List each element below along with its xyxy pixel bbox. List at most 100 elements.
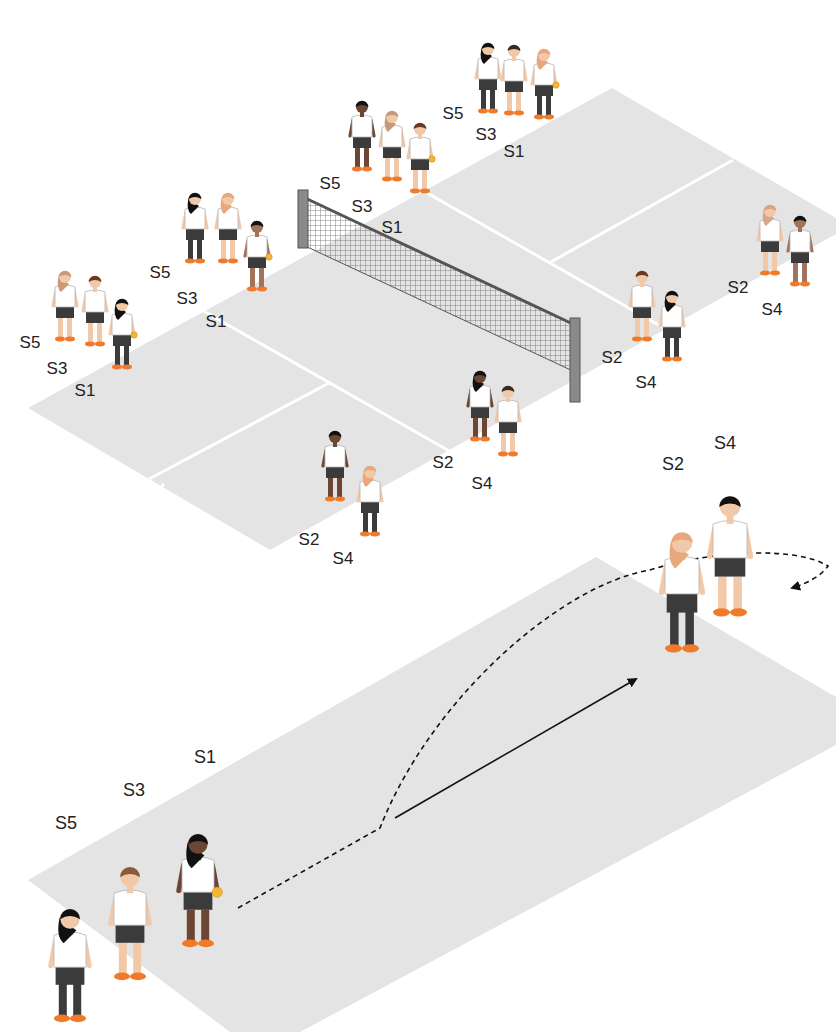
player-shoe [228,259,238,264]
player-head [508,45,520,57]
player-leg [763,252,768,272]
player-shoe [642,337,652,342]
player-figure [53,271,77,342]
player-shoe [257,287,267,292]
player-shoe [672,357,682,362]
player-figure [502,45,526,116]
player-label: S5 [20,334,41,351]
player-shorts [353,136,371,148]
player-leg [119,943,127,975]
player-hair [502,386,515,392]
player-shirt [478,57,498,79]
player-figure [245,221,272,292]
player-figure [183,193,207,264]
player-hair [222,193,235,199]
player-shoe [498,452,508,457]
player-shirt [790,230,810,252]
player-shoe [95,342,105,347]
player-leg [187,910,195,942]
player-hair [59,271,72,277]
player-shorts [633,306,651,318]
player-figure [179,834,223,947]
player-shirt [713,521,747,558]
player-shirt [470,385,490,407]
player-figure [710,496,751,616]
player-head [116,299,128,311]
player-shorts [326,466,344,478]
player-figure [83,276,107,347]
net-post [298,190,308,248]
player-shoe [335,497,345,502]
player-shoe [504,111,514,116]
player-shoe [370,532,380,537]
player-head [60,910,79,929]
player-head [364,466,376,478]
player-label: S3 [123,781,145,799]
player-shoe [185,259,195,264]
player-shoe [800,282,810,287]
player-shoe [352,167,362,172]
player-head [720,497,740,517]
player-shirt [54,932,86,967]
player-hair [414,123,427,129]
player-shoe [420,189,430,194]
player-label: S4 [714,434,736,452]
player-leg [133,943,141,975]
player-shirt [534,63,554,85]
player-label: S5 [150,264,171,281]
player-figure [630,271,654,342]
player-shorts [361,501,379,513]
player-hair [329,431,342,437]
player-shoe [130,973,146,981]
player-shorts [56,306,74,318]
player-shoe [65,337,75,342]
pickleball [212,887,222,897]
player-shoe [770,271,780,276]
player-shirt [382,125,402,147]
player-shoe [55,337,65,342]
player-figure [323,431,347,502]
player-head [538,49,550,61]
player-head [474,371,486,383]
player-shirt [352,115,372,137]
player-leg [635,318,640,338]
player-hair [636,271,649,277]
player-shoe [85,342,95,347]
court-surface [28,88,836,550]
player-label: S2 [728,279,749,296]
player-shoe [198,940,214,948]
player-figure [660,291,684,362]
court-line [193,305,465,460]
player-head [386,111,398,123]
player-leg [793,263,798,283]
player-figure [51,909,89,1022]
player-leg [501,433,506,453]
player-figure [476,43,500,114]
player-leg [422,170,427,190]
player-shoe [480,437,490,442]
net [303,197,575,372]
court-line [549,160,733,263]
player-label: S2 [433,454,454,471]
player-figure [350,101,374,172]
pickleball [429,156,435,162]
court-line [149,383,329,479]
player-shoe [195,259,205,264]
player-hair [251,221,264,227]
player-shoe [730,608,747,616]
player-head [89,276,101,288]
player-head [222,193,234,205]
player-label: S2 [299,531,320,548]
player-head [120,868,139,887]
player-leg [516,92,521,112]
player-figure [788,216,812,287]
player-shorts [499,421,517,433]
player-hair [116,299,129,305]
player-shoe [713,608,730,616]
player-shirt [410,137,430,159]
player-label: S1 [206,313,227,330]
player-shoe [760,271,770,276]
player-shorts [761,240,779,252]
player-shoe [514,111,524,116]
